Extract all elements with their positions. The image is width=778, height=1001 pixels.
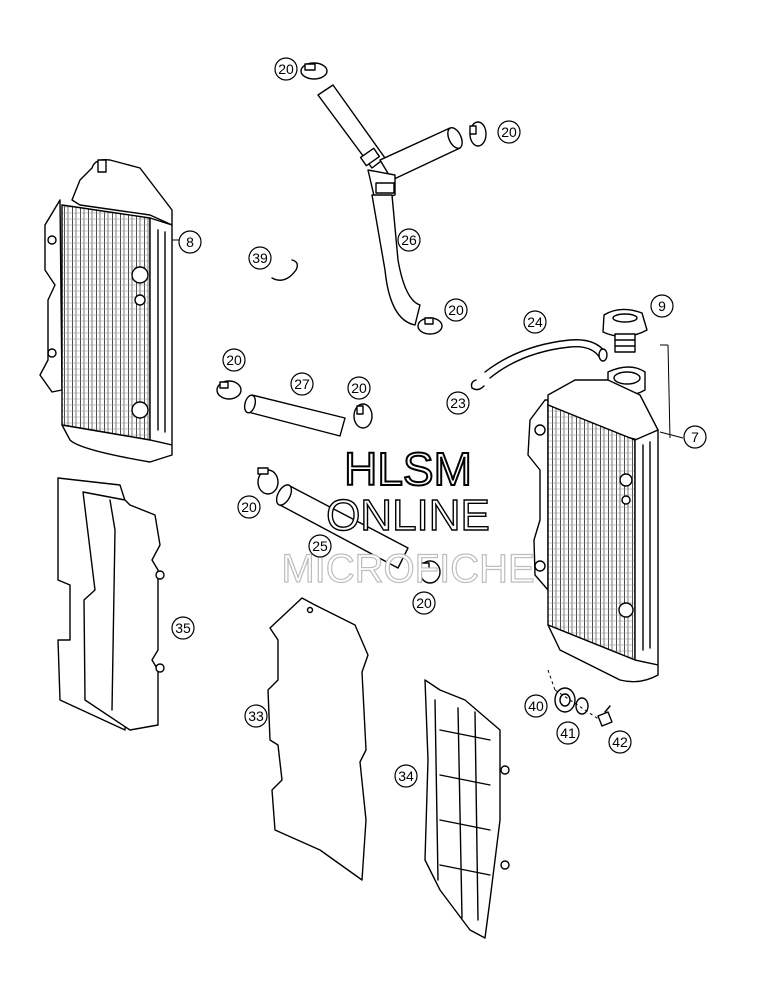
svg-text:34: 34: [398, 768, 414, 784]
callout-42: 42: [608, 730, 632, 754]
svg-text:7: 7: [691, 429, 699, 445]
callout-41: 41: [556, 721, 580, 745]
y-hose: [317, 84, 463, 326]
callout-20-left-hose: 20: [222, 348, 246, 372]
svg-text:27: 27: [294, 376, 310, 392]
wire-clip: [271, 259, 299, 281]
drain-plug-parts: [554, 687, 613, 727]
svg-text:20: 20: [241, 499, 257, 515]
callout-23: 23: [446, 391, 470, 415]
svg-text:20: 20: [226, 352, 242, 368]
radiator-cap: [602, 308, 648, 353]
hose-clamps: [216, 62, 487, 584]
straight-hose-25: [275, 484, 409, 569]
callout-35: 35: [171, 616, 195, 640]
svg-text:33: 33: [248, 708, 264, 724]
right-radiator: [527, 366, 659, 683]
callout-34: 34: [394, 764, 418, 788]
svg-text:24: 24: [527, 314, 543, 330]
leader-lines: [172, 239, 684, 721]
callout-7: 7: [683, 425, 707, 449]
svg-text:26: 26: [401, 232, 417, 248]
svg-text:25: 25: [312, 538, 328, 554]
svg-text:23: 23: [450, 395, 466, 411]
svg-text:35: 35: [175, 620, 191, 636]
radiator-shroud-35: [57, 477, 165, 731]
callout-20-mid-hose: 20: [347, 376, 371, 400]
left-radiator: [39, 158, 173, 463]
svg-text:20: 20: [501, 124, 517, 140]
callout-20-top-left: 20: [274, 57, 298, 81]
svg-text:8: 8: [186, 234, 194, 250]
svg-text:20: 20: [416, 595, 432, 611]
callout-27: 27: [290, 372, 314, 396]
callout-20-mid-upper: 20: [444, 298, 468, 322]
callout-20-lower-right: 20: [412, 591, 436, 615]
svg-text:20: 20: [448, 302, 464, 318]
svg-text:9: 9: [658, 298, 666, 314]
callout-20-top-right: 20: [497, 120, 521, 144]
overflow-hose: [470, 339, 608, 391]
callout-25: 25: [308, 534, 332, 558]
guard-plate-33: [267, 597, 369, 881]
svg-text:42: 42: [612, 734, 628, 750]
svg-text:20: 20: [351, 380, 367, 396]
straight-hose-27: [243, 394, 346, 437]
watermark-line2: ONLINE: [326, 491, 490, 540]
callout-33: 33: [244, 704, 268, 728]
callout-24: 24: [523, 310, 547, 334]
svg-text:20: 20: [278, 61, 294, 77]
callout-40: 40: [524, 694, 548, 718]
watermark-line3: MICROFICHE: [281, 547, 534, 591]
watermark: HLSM ONLINE MICROFICHE: [281, 442, 536, 592]
svg-text:40: 40: [528, 698, 544, 714]
callout-9: 9: [650, 294, 674, 318]
svg-text:41: 41: [560, 725, 576, 741]
louver-panel-34: [424, 679, 510, 939]
callout-20-lower-left: 20: [237, 495, 261, 519]
svg-text:39: 39: [252, 250, 268, 266]
callout-26: 26: [397, 228, 421, 252]
callout-39: 39: [248, 246, 272, 270]
callout-8: 8: [178, 230, 202, 254]
watermark-line1: HLSM: [344, 443, 472, 495]
